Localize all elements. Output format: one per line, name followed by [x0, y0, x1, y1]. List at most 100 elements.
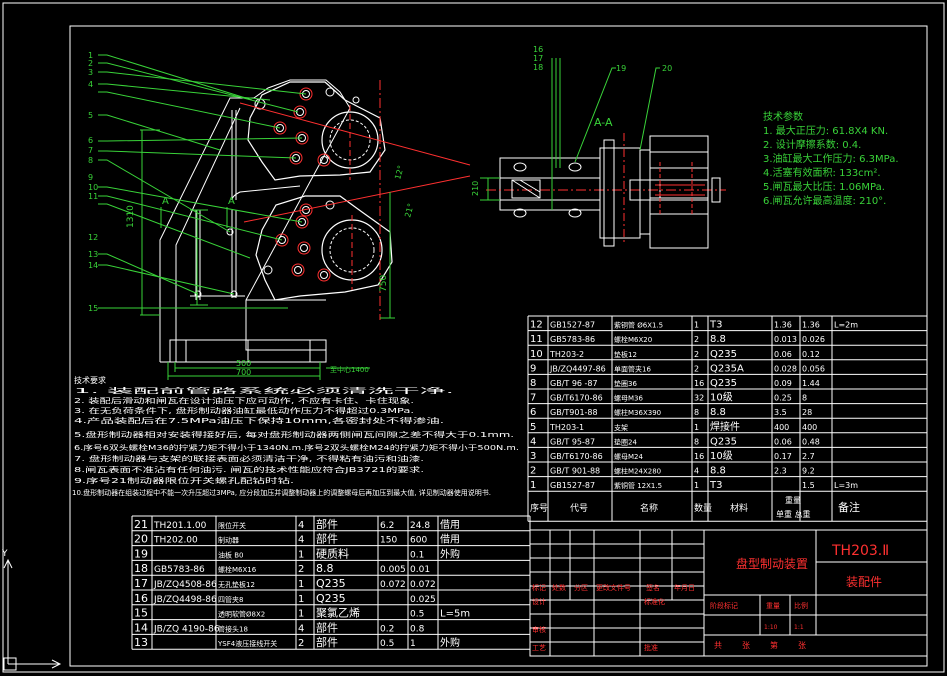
bom-lower-cell: 1	[410, 639, 416, 649]
bom-lower-cell: 部件	[316, 532, 338, 546]
main-view: 1310 750 500 700 至中心1400 A A	[98, 54, 471, 380]
bom-upper-cell: 6	[530, 407, 536, 418]
bom-lower-cell: 0.1	[410, 550, 424, 560]
balloon-11: 11	[88, 192, 98, 201]
bom-lower-cell: 1	[298, 594, 304, 605]
svg-text:审核: 审核	[532, 625, 546, 634]
svg-text:张: 张	[798, 641, 806, 650]
balloon-18: 18	[533, 63, 543, 72]
bom-lower-cell: 16	[134, 592, 148, 605]
tech-param-2: 2. 设计摩擦系数: 0.4.	[763, 138, 861, 151]
bom-upper-cell: 8	[802, 394, 807, 403]
bom-lower-cell: 19	[134, 547, 148, 560]
svg-text:重量: 重量	[766, 602, 780, 610]
svg-text:处数: 处数	[552, 583, 566, 592]
bom-upper-cell: 7	[530, 393, 536, 404]
bom-upper-cell: GB5783-86	[550, 335, 595, 344]
bom-upper-cell: 9	[530, 363, 536, 374]
svg-text:批准: 批准	[644, 643, 658, 652]
bom-lower-cell: 制动器	[218, 536, 239, 545]
upper-bolts	[254, 87, 331, 167]
bom-upper-cell: 1.5	[802, 481, 815, 490]
bom-upper-cell: 单面管夹16	[614, 364, 651, 373]
bom-header-unit-total: 单重 总重	[776, 509, 811, 519]
svg-text:第: 第	[770, 640, 778, 650]
bom-upper-cell: 支架	[614, 423, 628, 432]
bom-lower-cell: 24.8	[410, 521, 430, 531]
bom-upper-cell: 16	[694, 452, 704, 461]
bom-header-note: 备注	[838, 500, 860, 514]
dim-1310: 1310	[126, 205, 136, 228]
bom-upper-cell: 3.5	[774, 408, 787, 417]
tech-param-5: 5.闸瓦最大比压: 1.06MPa.	[763, 180, 885, 193]
balloons-left: 1 2 3 4 5 6 7 8 9 10 11 12 13 14 15	[88, 51, 98, 313]
bom-upper-cell: T3	[709, 480, 722, 491]
svg-text:分区: 分区	[574, 583, 588, 592]
svg-text:工艺: 工艺	[532, 644, 546, 652]
bom-upper-cell: 1	[530, 480, 536, 491]
balloon-19: 19	[616, 64, 626, 73]
balloon-3: 3	[88, 68, 93, 77]
bom-upper-cell: 1	[694, 321, 699, 330]
dim-12deg: 12°	[393, 164, 405, 180]
tech-req-8: 8.闸瓦表面不准沾有任何油污. 闸瓦的技术性能应符合JB3721的要求.	[74, 465, 424, 474]
tech-param-4: 4.活塞有效面积: 133cm².	[763, 166, 881, 179]
bom-upper-cell: 螺柱M36X390	[614, 408, 661, 417]
bom-lower-cell: 0.072	[410, 580, 436, 590]
bom-lower-cell: 0.005	[380, 565, 406, 575]
svg-text:共: 共	[714, 641, 722, 650]
bom-upper-cell: 8	[694, 408, 699, 417]
bom-upper-cell: 9.2	[802, 467, 815, 476]
dim-21deg: 21°	[403, 202, 415, 218]
bom-lower-cell: 外购	[440, 547, 460, 560]
bom-upper-cell: 0.056	[802, 364, 825, 373]
bom-upper-cell: L=3m	[834, 481, 858, 490]
bom-upper-cell: 2	[694, 335, 699, 344]
bom-lower-cell: 油板 B0	[218, 550, 243, 559]
bom-upper-cell: 8.8	[710, 466, 726, 477]
bom-upper-cell: 4	[694, 467, 699, 476]
bom-lower-cell: YSF4液压接线开关	[217, 639, 277, 648]
bom-upper-cell: GB/T6170-86	[550, 452, 603, 461]
bom-lower-cell: 2	[298, 564, 304, 575]
bom-upper-cell: 0.028	[774, 364, 797, 373]
drawing-name: 盘型制动装置	[736, 556, 808, 571]
bom-lower-cell: 外购	[440, 636, 460, 649]
balloon-7: 7	[88, 146, 93, 155]
bom-upper-cell: 10	[530, 349, 543, 360]
bom-upper-cell: 10级	[710, 392, 733, 404]
title-labels: 标记 处数 分区 更改文件号 签名 年月日 设计 标准化 阶段标记 重量 比例 …	[532, 583, 808, 652]
bom-lower-cell: 4	[298, 623, 304, 634]
view-mark-a-1: A	[162, 196, 169, 207]
bom-header-weight: 重量	[785, 495, 801, 505]
bom-upper-cell: 3	[530, 451, 536, 462]
balloon-17: 17	[533, 54, 543, 63]
balloon-1: 1	[88, 51, 93, 60]
balloon-10: 10	[88, 183, 98, 192]
bom-upper-cell: 螺栓M6X20	[614, 335, 652, 344]
bom-lower-cell: 6.2	[380, 521, 394, 531]
bom-lower-cell: 600	[410, 536, 427, 546]
bom-upper-cell: Q235	[710, 436, 737, 447]
bom-lower-cell: TH202.00	[153, 536, 198, 546]
bom-upper-cell: 螺柱M24X280	[614, 467, 661, 476]
bom-upper-cell: GB/T901-88	[550, 408, 598, 417]
svg-text:比例: 比例	[794, 601, 808, 610]
ucs-y-label: Y	[1, 549, 8, 559]
bom-upper-cell: 1.44	[802, 379, 820, 388]
bom-upper-cell: Q235	[710, 349, 737, 360]
bom-lower-cell: 螺栓M6X16	[218, 565, 257, 574]
balloon-20: 20	[662, 64, 672, 73]
bom-header-no: 序号	[530, 502, 548, 514]
tech-req-6: 6.序号6双头螺栓M36的拧紧力矩不得小于1340N.m.序号2双头螺栓M24的…	[74, 443, 519, 452]
svg-text:标记: 标记	[532, 583, 546, 592]
section-label: A-A	[594, 116, 613, 129]
svg-text:标准化: 标准化	[644, 597, 665, 606]
ucs-icon	[3, 558, 62, 671]
bom-upper-cell: 0.12	[802, 350, 820, 359]
balloon-5: 5	[88, 111, 93, 120]
bom-upper-cell: 螺母M36	[614, 394, 643, 403]
